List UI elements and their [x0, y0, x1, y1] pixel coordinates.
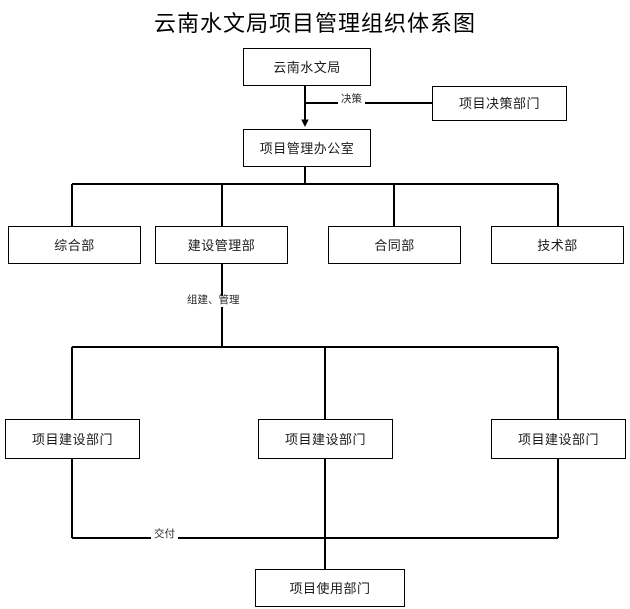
node-project-management-office[interactable]: 项目管理办公室 [243, 129, 371, 167]
node-project-construction-department-right[interactable]: 项目建设部门 [491, 419, 626, 459]
edge-label-delivery: 交付 [151, 529, 178, 541]
node-yunnan-hydrology-bureau[interactable]: 云南水文局 [243, 48, 371, 86]
page-title: 云南水文局项目管理组织体系图 [153, 11, 476, 36]
node-construction-management-department[interactable]: 建设管理部 [155, 226, 288, 264]
node-general-department[interactable]: 综合部 [8, 226, 141, 264]
node-project-construction-department-center[interactable]: 项目建设部门 [258, 419, 393, 459]
node-project-construction-department-left[interactable]: 项目建设部门 [5, 419, 140, 459]
node-project-decision-department[interactable]: 项目决策部门 [432, 86, 567, 121]
edge-label-decision: 决策 [338, 94, 365, 106]
edge-label-establish-manage: 组建、管理 [184, 295, 243, 307]
node-technology-department[interactable]: 技术部 [491, 226, 624, 264]
node-contract-department[interactable]: 合同部 [328, 226, 461, 264]
node-project-usage-department[interactable]: 项目使用部门 [255, 569, 405, 607]
